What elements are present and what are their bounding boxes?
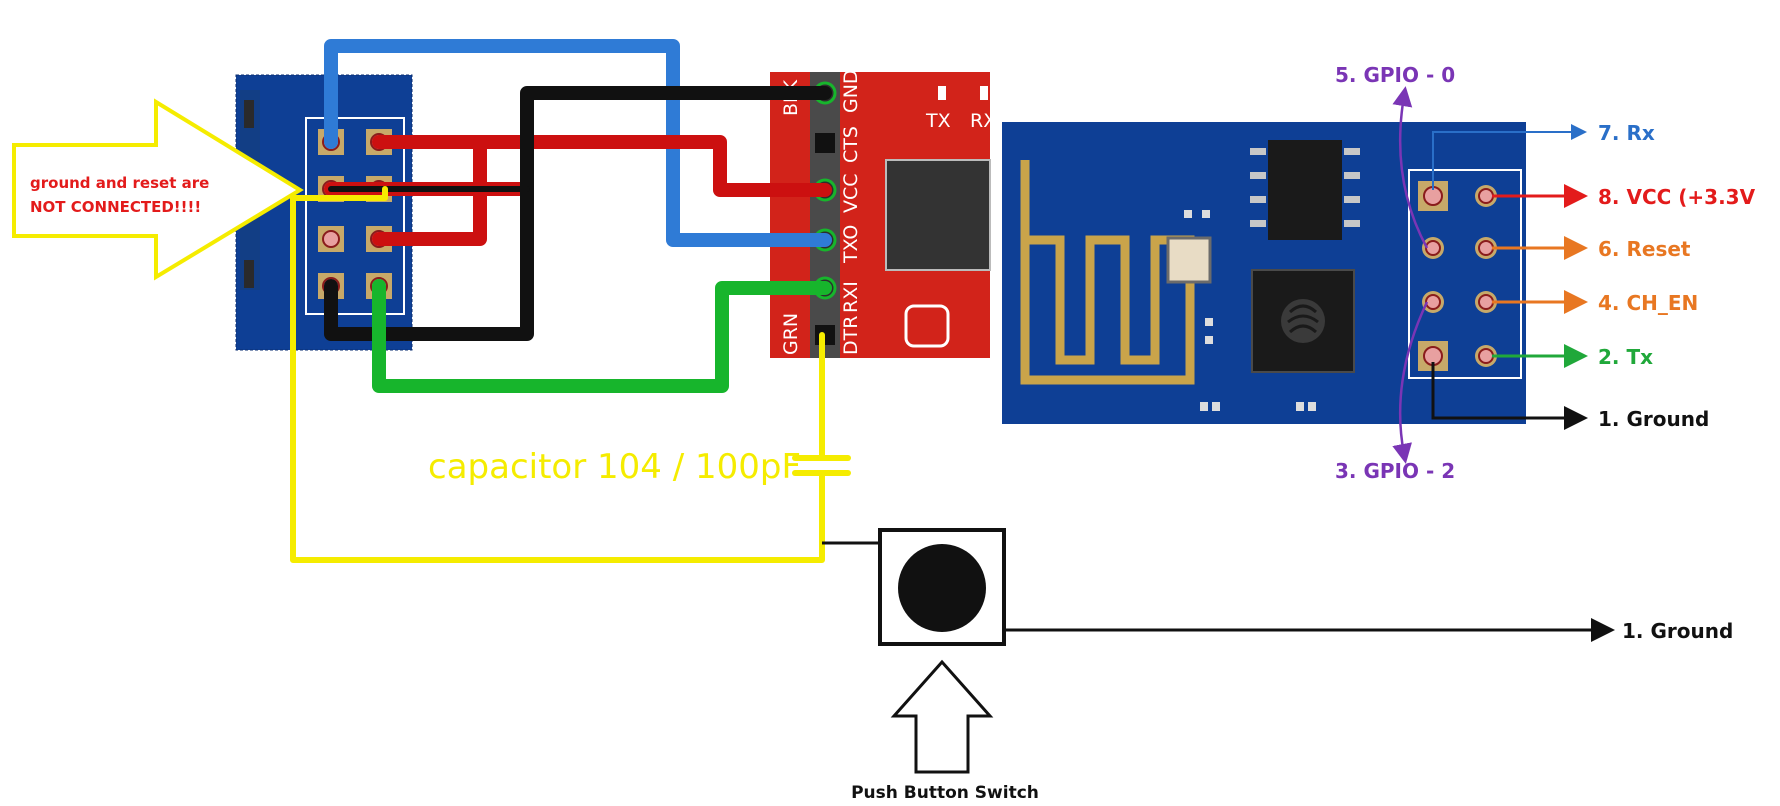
label-ch-en: 4. CH_EN (1598, 291, 1698, 315)
label-vcc: 8. VCC (+3.3V (1598, 185, 1756, 209)
usb-serial-adapter: GND CTS VCC TXO RXI DTR BLK GRN TX RX (770, 69, 996, 358)
wire-blue (324, 39, 832, 247)
pin-label-dtr: DTR (840, 316, 862, 355)
label-ground: 1. Ground (1598, 407, 1709, 431)
wire-red-chen (372, 135, 487, 246)
usb-led-frame (904, 304, 950, 348)
label-rx: 7. Rx (1598, 121, 1655, 145)
esp01-pin-leaders (1392, 86, 1588, 464)
wires (290, 39, 851, 563)
capacitor-label: capacitor 104 / 100pF (428, 447, 801, 487)
warning-callout-arrow: ground and reset are NOT CONNECTED!!!! (12, 98, 304, 281)
pin-label-vcc: VCC (840, 173, 862, 213)
push-button-label: Push Button Switch (851, 783, 1039, 803)
callout-line-2: NOT CONNECTED!!!! (30, 198, 201, 216)
wire-red-vcc (372, 135, 832, 197)
edge-label-grn: GRN (780, 313, 802, 355)
wire-black-gnd (324, 86, 832, 341)
pin-label-rxi: RXI (840, 281, 862, 313)
label-ground-switch: 1. Ground (1622, 619, 1733, 643)
label-gpio0: 5. GPIO - 0 (1335, 63, 1455, 87)
label-reset: 6. Reset (1598, 237, 1691, 261)
wire-green (372, 279, 832, 393)
pin-label-gnd: GND (840, 69, 862, 113)
push-button-switch (822, 528, 1615, 774)
label-tx: 2. Tx (1598, 345, 1653, 369)
push-button-arrow (890, 659, 994, 774)
pin-label-cts: CTS (840, 126, 862, 163)
callout-line-1: ground and reset are (30, 174, 209, 192)
label-gpio2: 3. GPIO - 2 (1335, 459, 1455, 483)
wire-yellow-reset (290, 186, 825, 563)
esp01-module (1002, 122, 1526, 424)
led-label-rx: RX (970, 110, 996, 132)
pin-label-txo: TXO (840, 225, 862, 264)
led-label-tx: TX (925, 110, 951, 132)
